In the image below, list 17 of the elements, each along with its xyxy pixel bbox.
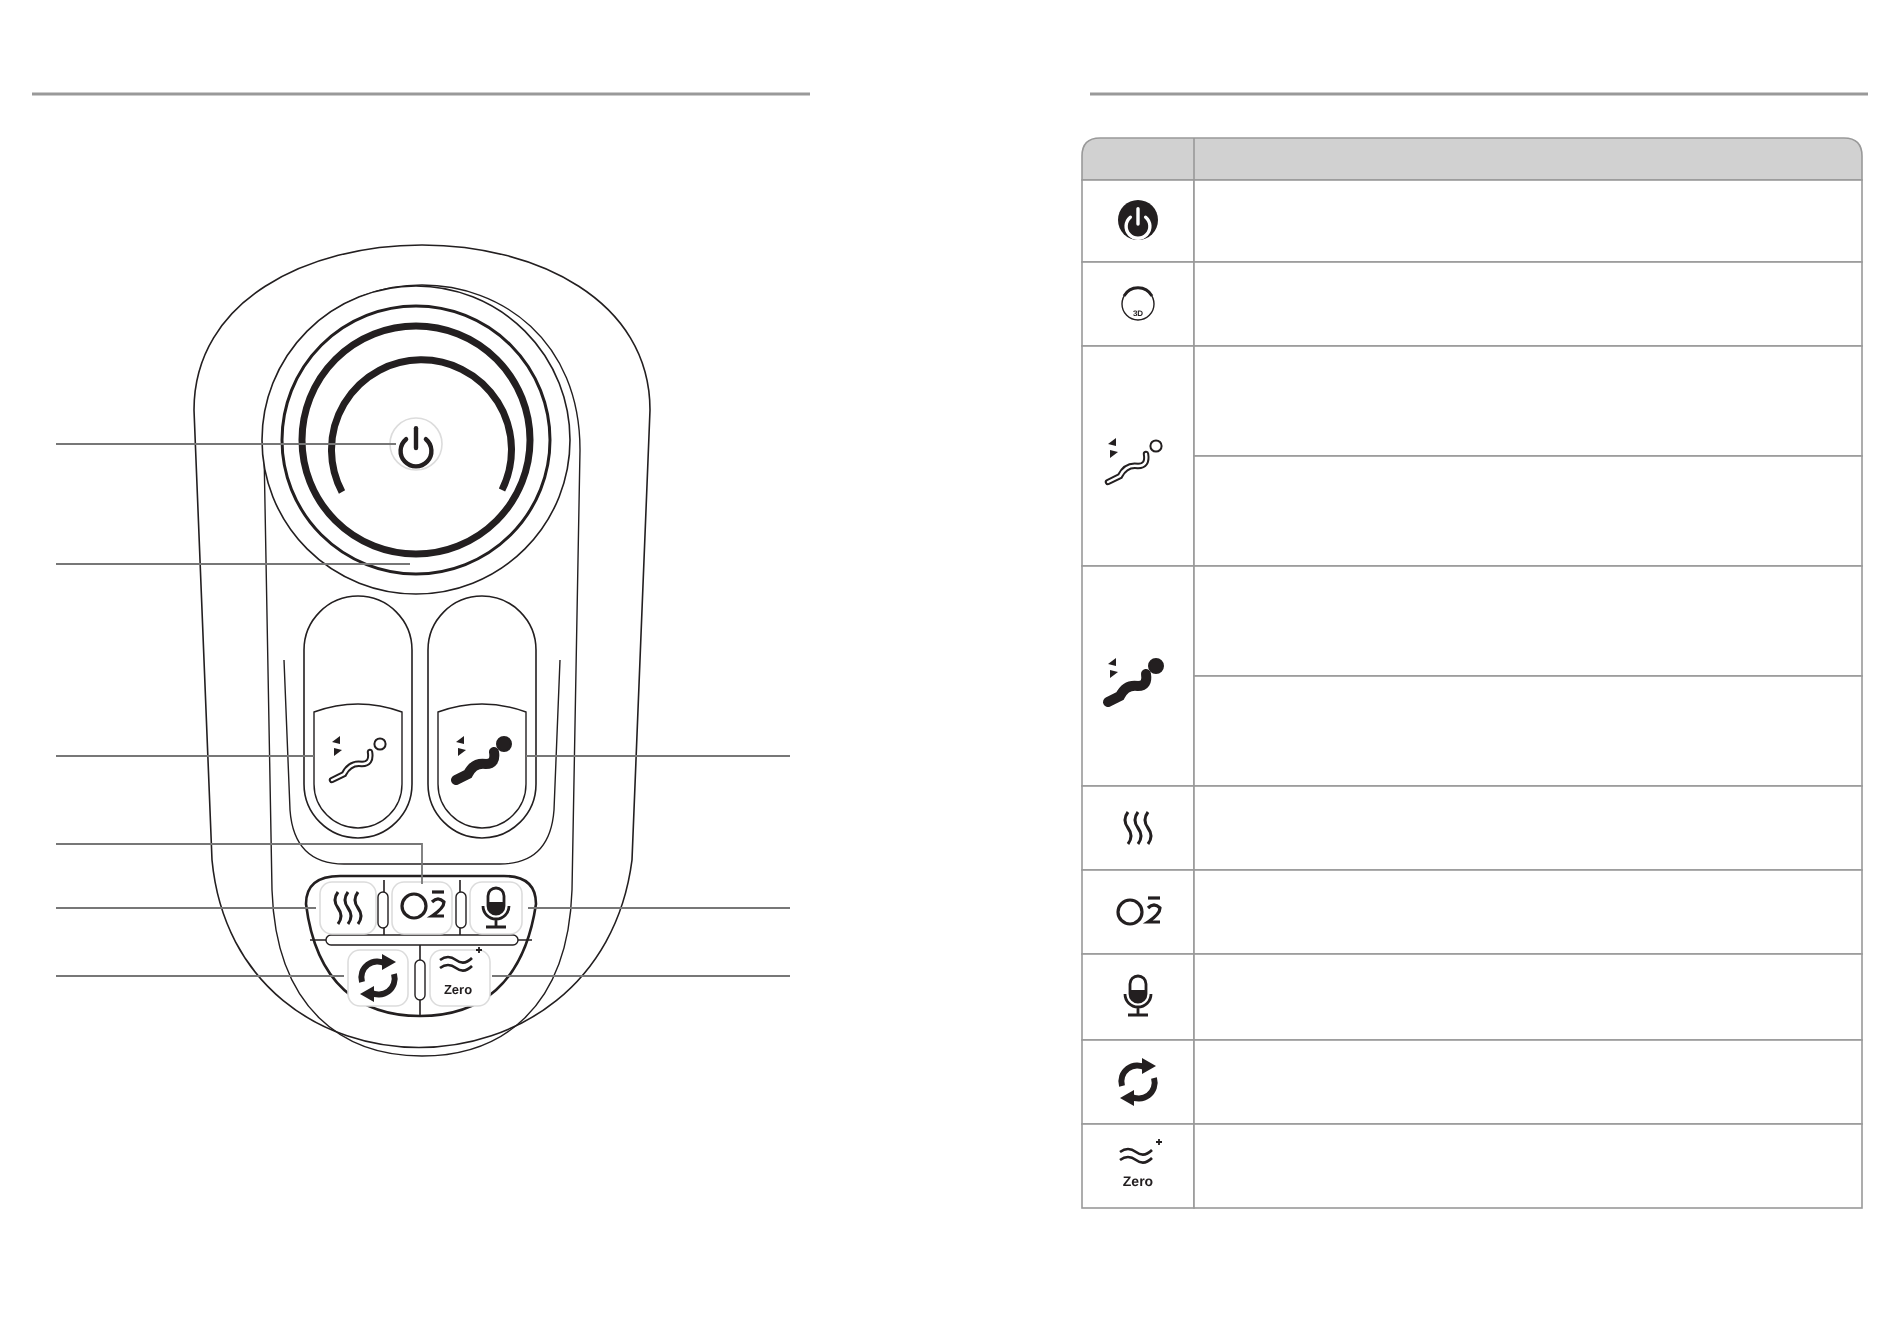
leader-line	[55, 843, 423, 885]
leader-line	[55, 443, 397, 445]
leader-line	[55, 975, 345, 977]
leader-line	[491, 975, 791, 977]
rotate-button	[347, 949, 409, 1007]
leader-line	[55, 907, 317, 909]
recline-button	[427, 595, 537, 839]
heat-button	[319, 881, 377, 935]
leader-line	[527, 907, 791, 909]
dial-ring	[261, 285, 571, 595]
microphone-button	[469, 881, 523, 935]
power-button	[389, 417, 443, 471]
recline-button	[303, 595, 413, 839]
leader-line	[525, 755, 791, 757]
ion-button	[391, 881, 453, 935]
leader-line	[55, 563, 411, 565]
leader-line	[55, 755, 315, 757]
